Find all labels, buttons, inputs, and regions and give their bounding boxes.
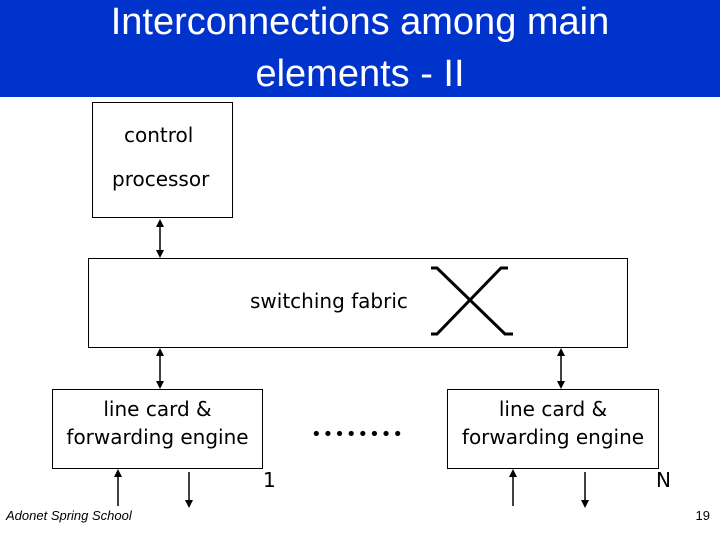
- line-card-ellipsis: ••••••••: [311, 424, 404, 445]
- line-card-right-label-line2: forwarding engine: [461, 425, 645, 449]
- line-card-left-box: [52, 389, 263, 469]
- page-number: 19: [695, 508, 710, 523]
- control-processor-box: [92, 102, 233, 218]
- line-card-right-box: [447, 389, 659, 469]
- line-card-left-label-line1: line card &: [103, 397, 212, 421]
- crossbar-symbol: [431, 266, 513, 336]
- switching-fabric-box: [88, 258, 628, 348]
- switching-fabric-label: switching fabric: [250, 289, 408, 313]
- footer-event-name: Adonet Spring School: [6, 508, 132, 523]
- control-processor-label-line2: processor: [112, 167, 210, 191]
- line-card-left-index: 1: [263, 468, 276, 492]
- line-card-left-label-line2: forwarding engine: [66, 425, 249, 449]
- slide-title-line2: elements - II: [255, 53, 465, 95]
- line-card-right-label-line1: line card &: [498, 397, 608, 421]
- title-bar: [0, 0, 720, 97]
- control-processor-label-line1: control: [124, 123, 194, 147]
- slide-title-line1: Interconnections among main: [110, 1, 610, 43]
- line-card-right-index: N: [656, 468, 671, 492]
